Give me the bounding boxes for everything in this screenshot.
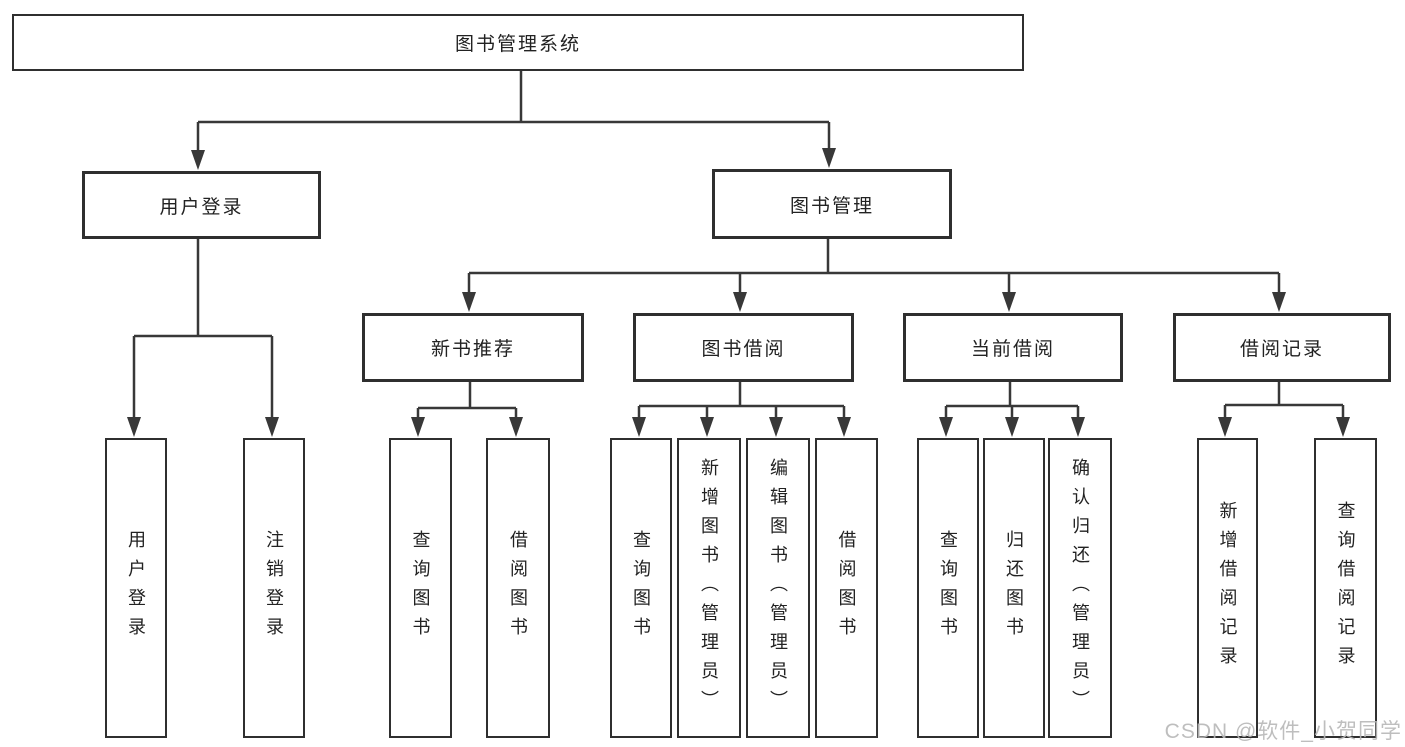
leaf-edit-books-admin: 编辑图书（管理员） xyxy=(746,438,810,738)
arrowhead-icons xyxy=(127,148,1350,437)
book-management-node: 图书管理 xyxy=(712,169,952,239)
leaf-borrow-books-newbook: 借阅图书 xyxy=(486,438,550,738)
csdn-watermark: CSDN @软件_小贺同学 xyxy=(1164,720,1402,743)
leaf-logout: 注销登录 xyxy=(243,438,305,738)
leaf-query-borrow-record: 查询借阅记录 xyxy=(1314,438,1377,738)
current-borrow-node: 当前借阅 xyxy=(903,313,1123,382)
leaf-confirm-return-admin: 确认归还（管理员） xyxy=(1048,438,1112,738)
leaf-query-books-newbook: 查询图书 xyxy=(389,438,452,738)
root-node-library-system: 图书管理系统 xyxy=(12,14,1024,71)
borrow-records-node: 借阅记录 xyxy=(1173,313,1391,382)
leaf-return-books: 归还图书 xyxy=(983,438,1045,738)
leaf-add-books-admin: 新增图书（管理员） xyxy=(677,438,741,738)
leaf-borrow-books-borrow: 借阅图书 xyxy=(815,438,878,738)
leaf-query-books-borrow: 查询图书 xyxy=(610,438,672,738)
new-book-recommend-node: 新书推荐 xyxy=(362,313,584,382)
leaf-user-login: 用户登录 xyxy=(105,438,167,738)
book-borrow-node: 图书借阅 xyxy=(633,313,854,382)
user-login-node: 用户登录 xyxy=(82,171,321,239)
leaf-query-books-current: 查询图书 xyxy=(917,438,979,738)
leaf-add-borrow-record: 新增借阅记录 xyxy=(1197,438,1258,738)
connector-wires xyxy=(132,67,1345,419)
